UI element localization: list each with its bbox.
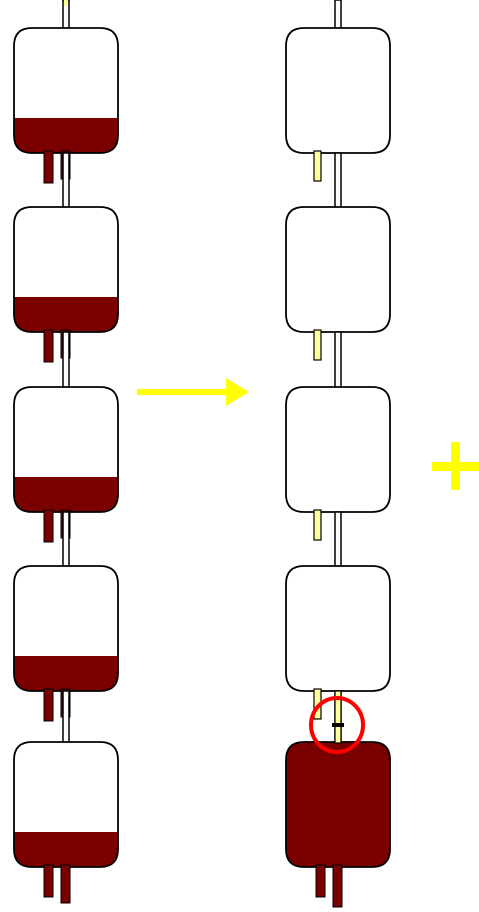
outlet-port [43, 150, 54, 184]
outlet-port-yellow [313, 329, 322, 361]
right-arrow-icon [137, 378, 249, 406]
outlet-port [43, 864, 54, 898]
bag-outline [285, 565, 391, 692]
outlet-port [43, 329, 54, 363]
blood-bag [13, 690, 119, 904]
left-bag-column [13, 0, 119, 904]
inlet-tube [62, 331, 70, 389]
bag-body-background [286, 28, 390, 153]
inlet-tube [62, 690, 70, 744]
plus-horizontal-bar [432, 462, 479, 471]
inlet-tube [334, 0, 342, 30]
bag-outline [13, 206, 119, 333]
inlet-tube [334, 331, 342, 389]
inlet-tube [334, 511, 342, 568]
blood-bag [285, 511, 391, 720]
outlet-port-yellow [313, 509, 322, 541]
blood-bag [285, 331, 391, 541]
blood-bag [13, 0, 119, 184]
outlet-port [43, 688, 54, 722]
inlet-tube [334, 152, 342, 209]
blood-fill [286, 742, 390, 867]
bag-outline [13, 27, 119, 154]
bag-outline [285, 27, 391, 154]
blood-bag [13, 511, 119, 722]
bag-outline [285, 206, 391, 333]
bag-outline [13, 741, 119, 868]
bag-body-background [286, 566, 390, 691]
arrow-head [226, 378, 249, 406]
bag-outline [285, 386, 391, 513]
blood-fill [14, 297, 118, 332]
plus-icon [432, 442, 479, 490]
bag-outline [285, 741, 391, 868]
outlet-port [315, 864, 326, 898]
blood-bag [285, 690, 391, 908]
blood-fill [14, 477, 118, 512]
blood-fill [14, 656, 118, 691]
bag-outline [13, 565, 119, 692]
blood-bag [285, 0, 391, 182]
inlet-tube [62, 152, 70, 209]
bag-body-background [286, 207, 390, 332]
blood-fill [14, 118, 118, 153]
inlet-tube-tip [64, 0, 68, 6]
outlet-port [43, 509, 54, 543]
bag-outline [13, 386, 119, 513]
outlet-port-yellow [313, 150, 322, 182]
outlet-port [332, 864, 343, 908]
blood-fill [14, 832, 118, 867]
red-circle-highlight-icon [309, 696, 365, 754]
outlet-port [60, 864, 71, 904]
tube-clamp [332, 723, 344, 727]
blood-bag [285, 152, 391, 361]
blood-bag [13, 331, 119, 543]
inlet-tube [62, 511, 70, 568]
connector-tube [334, 690, 342, 744]
right-bag-column [285, 0, 391, 908]
bag-body-background [286, 387, 390, 512]
blood-bag [13, 152, 119, 363]
